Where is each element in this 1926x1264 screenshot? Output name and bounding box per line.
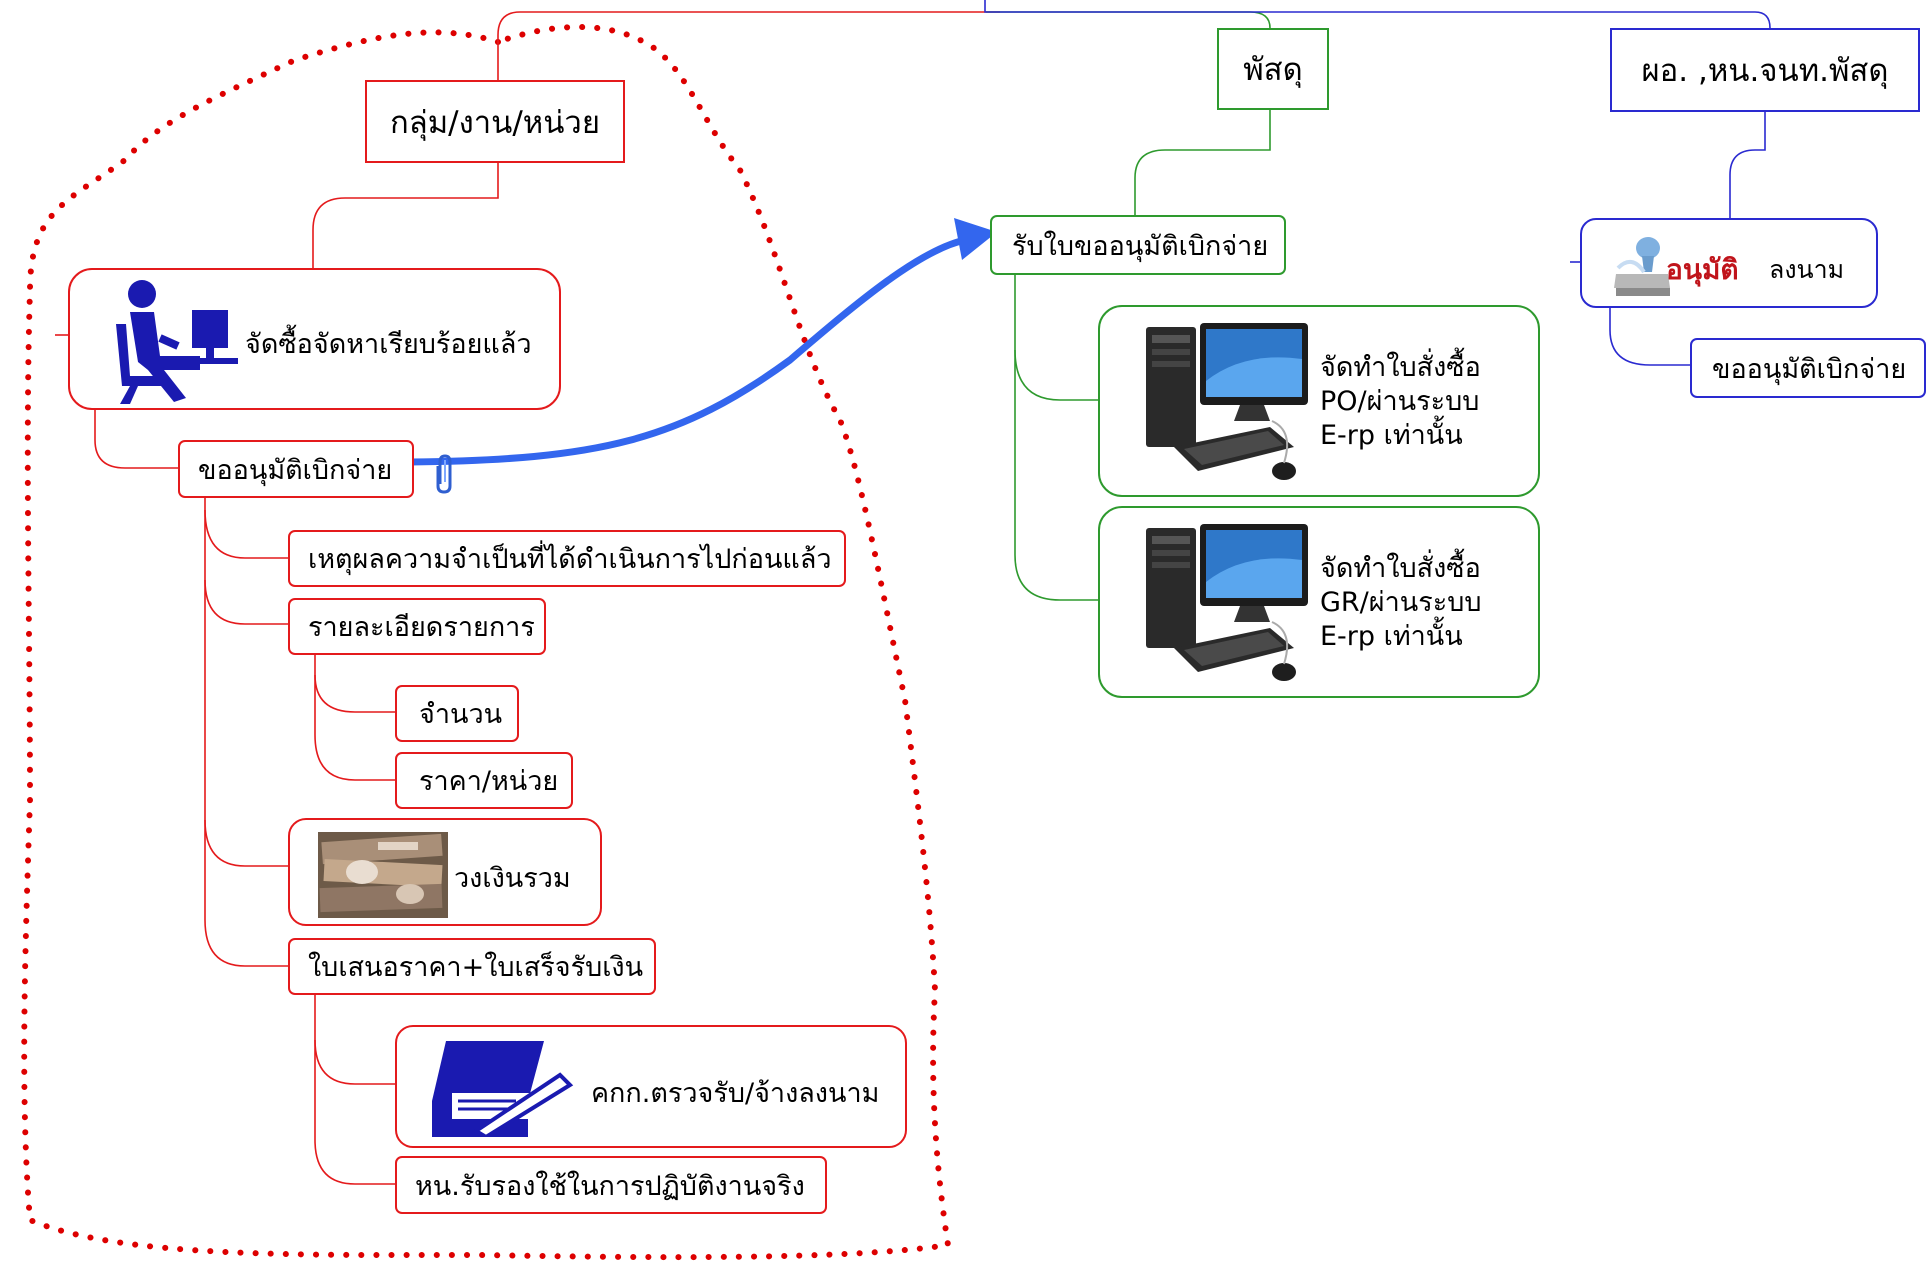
node-committee-sign[interactable]: คกก.ตรวจรับ/จ้างลงนาม (395, 1025, 907, 1148)
node-item-details-label: รายละเอียดรายการ (308, 612, 535, 643)
node-quantity-label: จำนวน (419, 699, 503, 730)
node-request-approval[interactable]: ขออนุมัติเบิกจ่าย (178, 440, 414, 498)
node-approve-sign[interactable]: อนุมัติ ลงนาม (1580, 218, 1878, 308)
connector-group-to-procurement (312, 163, 499, 268)
document-signing-icon (432, 1041, 574, 1137)
node-supplies[interactable]: พัสดุ (1217, 28, 1329, 110)
node-request-approval-label: ขออนุมัติเบิกจ่าย (198, 454, 393, 486)
node-supplies-label: พัสดุ (1243, 52, 1303, 88)
node-total-amount-label: วงเงินรวม (454, 863, 571, 894)
node-head-certify[interactable]: หน.รับรองใช้ในการปฏิบัติงานจริง (395, 1156, 827, 1214)
connector-director-to-stamp (1729, 112, 1766, 218)
connector-supplies-to-receive (1134, 110, 1271, 215)
person-at-computer-icon (116, 280, 238, 404)
node-unit-price[interactable]: ราคา/หน่วย (395, 752, 573, 809)
connector-details-children (314, 655, 395, 781)
node-director[interactable]: ผอ. ,หน.จนท.พัสดุ (1610, 28, 1920, 112)
node-procurement-done[interactable]: จัดซื้อจัดหาเรียบร้อยแล้ว (68, 268, 561, 410)
node-quantity[interactable]: จำนวน (395, 685, 519, 742)
node-gr-erp-label: จัดทำใบสั่งซื้อ GR/ผ่านระบบ E-rp เท่านั้… (1320, 553, 1482, 652)
approval-stamp-icon (1614, 237, 1670, 296)
node-group-unit[interactable]: กลุ่ม/งาน/หน่วย (365, 80, 625, 163)
node-receive-request[interactable]: รับใบขออนุมัติเบิกจ่าย (990, 215, 1286, 275)
node-reason-label: เหตุผลความจำเป็นที่ได้ดำเนินการไปก่อนแล้… (308, 544, 832, 575)
connector-stamp-to-request (1609, 308, 1690, 366)
node-quotation-receipt[interactable]: ใบเสนอราคา+ใบเสร็จรับเงิน (288, 938, 656, 995)
node-approve-stamp-label: อนุมัติ (1666, 253, 1739, 286)
node-quotation-receipt-label: ใบเสนอราคา+ใบเสร็จรับเงิน (308, 952, 644, 983)
node-total-amount[interactable]: วงเงินรวม (288, 818, 602, 926)
node-group-unit-label: กลุ่ม/งาน/หน่วย (389, 104, 601, 141)
node-procurement-done-label: จัดซื้อจัดหาเรียบร้อยแล้ว (245, 329, 532, 360)
node-sign-label: ลงนาม (1769, 255, 1845, 284)
node-head-certify-label: หน.รับรองใช้ในการปฏิบัติงานจริง (415, 1170, 805, 1202)
node-committee-sign-label: คกก.ตรวจรับ/จ้างลงนาม (591, 1078, 880, 1109)
node-director-request[interactable]: ขออนุมัติเบิกจ่าย (1690, 338, 1926, 398)
dotted-boundary (21, 24, 952, 1261)
desktop-computer-icon (1146, 323, 1308, 480)
flow-arrowhead (954, 218, 997, 260)
node-gr-erp[interactable]: จัดทำใบสั่งซื้อ GR/ผ่านระบบ E-rp เท่านั้… (1098, 506, 1540, 698)
desktop-computer-icon (1146, 524, 1308, 681)
connector-receive-children (1014, 275, 1098, 601)
connector-top-blue (984, 0, 1771, 29)
connector-request-children (204, 498, 288, 967)
node-director-label: ผอ. ,หน.จนท.พัสดุ (1641, 53, 1889, 89)
node-po-erp-label: จัดทำใบสั่งซื้อ PO/ผ่านระบบ E-rp เท่านั้… (1320, 352, 1481, 451)
flow-arrow (409, 236, 966, 466)
banknotes-icon (318, 832, 448, 918)
node-po-erp[interactable]: จัดทำใบสั่งซื้อ PO/ผ่านระบบ E-rp เท่านั้… (1098, 305, 1540, 497)
node-unit-price-label: ราคา/หน่วย (419, 766, 559, 797)
node-director-request-label: ขออนุมัติเบิกจ่าย (1712, 353, 1907, 385)
node-reason[interactable]: เหตุผลความจำเป็นที่ได้ดำเนินการไปก่อนแล้… (288, 530, 846, 587)
connector-top-green (986, 11, 1271, 29)
paperclip-icon (436, 454, 452, 494)
node-item-details[interactable]: รายละเอียดรายการ (288, 598, 546, 655)
node-receive-request-label: รับใบขออนุมัติเบิกจ่าย (1012, 230, 1269, 262)
connector-top-red (497, 11, 1000, 80)
connector-quotation-children (314, 992, 395, 1185)
connector-procurement-to-request (94, 410, 178, 469)
